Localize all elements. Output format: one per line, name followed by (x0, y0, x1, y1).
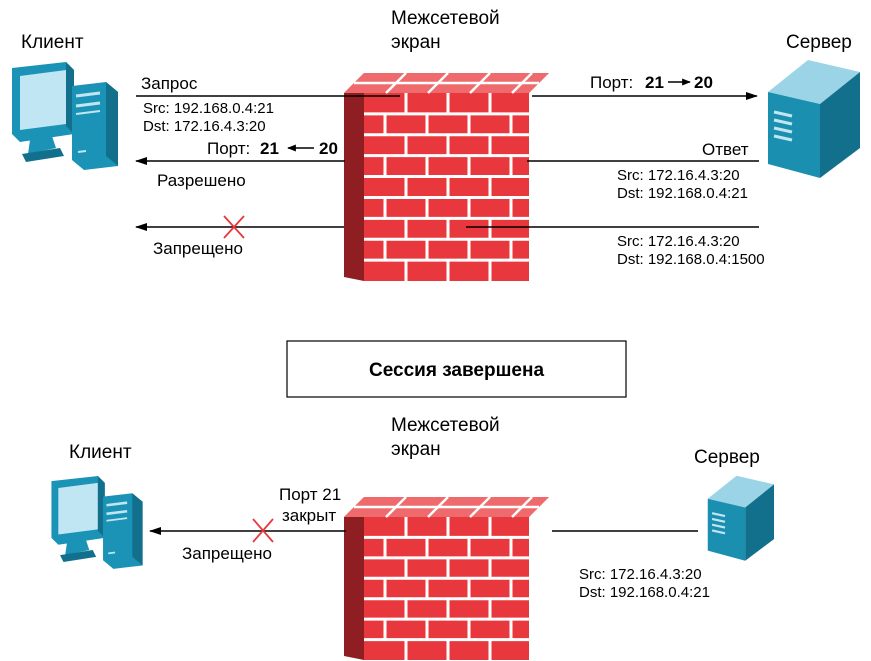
port-right-prefix: Порт: (590, 73, 633, 92)
port-left-b: 20 (319, 139, 338, 158)
port-right-to: 20 (694, 73, 713, 92)
firewall-label-bottom-1: Межсетевой (391, 415, 500, 436)
client-label-bottom: Клиент (69, 442, 132, 463)
bottom-denied-label: Запрещено (182, 544, 272, 563)
firewall-wall-bottom (344, 496, 549, 660)
deny-x-icon-bottom (252, 518, 274, 543)
denied-dst: Dst: 192.168.0.4:1500 (617, 251, 765, 268)
session-box (286, 340, 627, 398)
session-box-label: Сессия завершена (369, 360, 544, 381)
allowed-label: Разрешено (157, 171, 246, 190)
bottom-src: Src: 172.16.4.3:20 (579, 566, 702, 583)
server-label-bottom: Сервер (694, 447, 760, 468)
deny-x-icon (223, 215, 245, 239)
client-computer-icon-bottom (51, 476, 143, 569)
port-right-from: 21 (645, 73, 664, 92)
port-left-a: 21 (260, 139, 279, 158)
firewall-label-bottom-2: экран (391, 439, 441, 460)
denied-src: Src: 172.16.4.3:20 (617, 233, 740, 250)
denied-label: Запрещено (153, 239, 243, 258)
reply-label: Ответ (702, 140, 749, 159)
request-dst: Dst: 172.16.4.3:20 (143, 118, 266, 135)
port-closed-label-1: Порт 21 (279, 485, 341, 504)
port-closed-label-2: закрыт (282, 506, 336, 525)
client-computer-icon (12, 62, 118, 170)
server-icon-bottom (707, 475, 774, 561)
server-icon (768, 60, 860, 178)
reply-src: Src: 172.16.4.3:20 (617, 167, 740, 184)
firewall-label-top-2: экран (391, 32, 441, 53)
request-src: Src: 192.168.0.4:21 (143, 100, 274, 117)
port-left-prefix: Порт: (207, 139, 250, 158)
bottom-dst: Dst: 192.168.0.4:21 (579, 584, 710, 601)
firewall-label-top-1: Межсетевой (391, 8, 500, 29)
server-label-top: Сервер (786, 32, 852, 53)
client-label-top: Клиент (21, 32, 84, 53)
request-label: Запрос (141, 74, 198, 93)
firewall-wall-top (344, 72, 549, 281)
reply-dst: Dst: 192.168.0.4:21 (617, 185, 748, 202)
